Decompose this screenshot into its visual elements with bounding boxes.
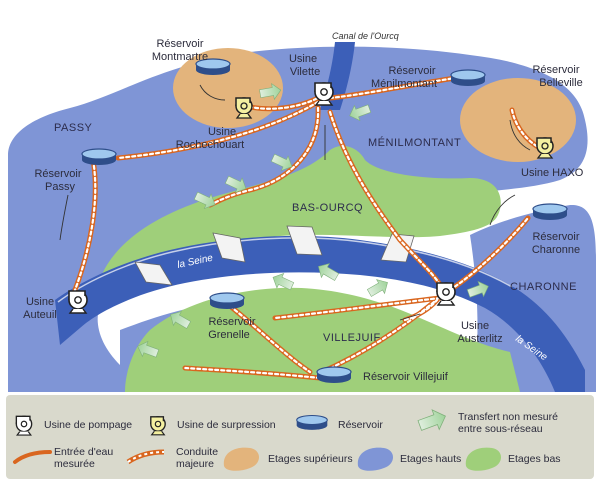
label-reservoir-grenelle-2: Grenelle [208, 329, 250, 341]
legend-booster-label: Usine de surpression [177, 419, 276, 431]
legend-inflow-icon [13, 450, 52, 464]
zone-label-passy: PASSY [54, 122, 93, 134]
label-reservoir-menilmontant-1: Réservoir [388, 65, 435, 77]
zone-upper-belleville [460, 78, 576, 162]
reservoir-grenelle-icon [209, 292, 245, 310]
zone-label-menilmontant: MÉNILMONTANT [368, 136, 461, 149]
label-usine-rochechouart-1: Usine [208, 126, 236, 138]
bridge [134, 261, 173, 286]
zone-low-area [95, 145, 501, 300]
bridge [286, 225, 323, 256]
legend-transfer-label-2: entre sous-réseau [458, 423, 543, 435]
legend-high-swatch [357, 447, 393, 471]
reservoir-passy-icon [81, 148, 117, 166]
label-usine-rochechouart-2: Rochechouart [176, 139, 245, 151]
flow-arrows [59, 84, 531, 321]
river-seine [55, 235, 585, 392]
legend-upper-label: Etages supérieurs [268, 453, 353, 465]
reservoir-menilmontant-icon [450, 69, 486, 87]
bridge [212, 232, 246, 263]
usine-austerlitz-pump-icon [436, 282, 456, 306]
label-usine-vilette-1: Usine [289, 53, 317, 65]
legend-reservoir-icon [296, 414, 328, 431]
label-usine-austerlitz-2: Austerlitz [457, 333, 502, 345]
label-usine-haxo: Usine HAXO [521, 167, 584, 179]
label-usine-austerlitz-1: Usine [461, 320, 489, 332]
legend-pipe-icon [126, 449, 165, 465]
label-usine-vilette-2: Vilette [290, 66, 320, 78]
legend-pumping-label: Usine de pompage [44, 419, 132, 431]
label-reservoir-montmartre-2: Montmartre [152, 51, 208, 63]
legend-upper-swatch [223, 447, 259, 471]
label-usine-auteuil-2: Auteuil [23, 309, 57, 321]
pipes [72, 75, 543, 381]
legend-inflow-label-2: mesurée [54, 458, 95, 470]
zone-low-area-south [125, 287, 520, 392]
river-seine-edge [57, 237, 513, 303]
label-reservoir-passy-1: Réservoir [34, 168, 81, 180]
label-reservoir-menilmontant-2: Ménilmontant [371, 78, 437, 90]
zone-label-bas-ourcq: BAS-OURCQ [292, 202, 363, 214]
legend-pump-icon [15, 415, 33, 436]
label-reservoir-passy-2: Passy [45, 181, 75, 193]
bridge [380, 233, 415, 263]
legend-panel [6, 395, 594, 479]
label-canal: Canal de l'Ourcq [332, 31, 399, 41]
reservoir-charonne-icon [532, 203, 568, 221]
usine-auteuil-pump-icon [68, 290, 88, 314]
label-reservoir-villejuif: Réservoir Villejuif [363, 371, 449, 383]
legend-pipe-label-2: majeure [176, 458, 214, 470]
zone-label-villejuif: VILLEJUIF [323, 332, 381, 344]
label-reservoir-belleville-2: Belleville [539, 77, 582, 89]
reservoir-villejuif-icon [316, 366, 352, 384]
usine-vilette-pump-icon [314, 82, 334, 106]
legend-low-swatch [465, 447, 501, 471]
label-reservoir-belleville-1: Réservoir [532, 64, 579, 76]
legend-reservoir-label: Réservoir [338, 419, 383, 431]
legend-transfer-label-1: Transfert non mesuré [458, 411, 558, 423]
legend-high-label: Etages hauts [400, 453, 461, 465]
legend-low-label: Etages bas [508, 453, 561, 465]
legend-pipe-label-1: Conduite [176, 446, 218, 458]
zone-label-charonne: CHARONNE [510, 281, 577, 293]
label-reservoir-charonne-1: Réservoir [532, 231, 579, 243]
label-reservoir-charonne-2: Charonne [532, 244, 580, 256]
label-usine-auteuil-1: Usine [26, 296, 54, 308]
label-reservoir-grenelle-1: Réservoir [208, 316, 255, 328]
label-reservoir-montmartre-1: Réservoir [156, 38, 203, 50]
legend-inflow-label-1: Entrée d'eau [54, 446, 113, 458]
